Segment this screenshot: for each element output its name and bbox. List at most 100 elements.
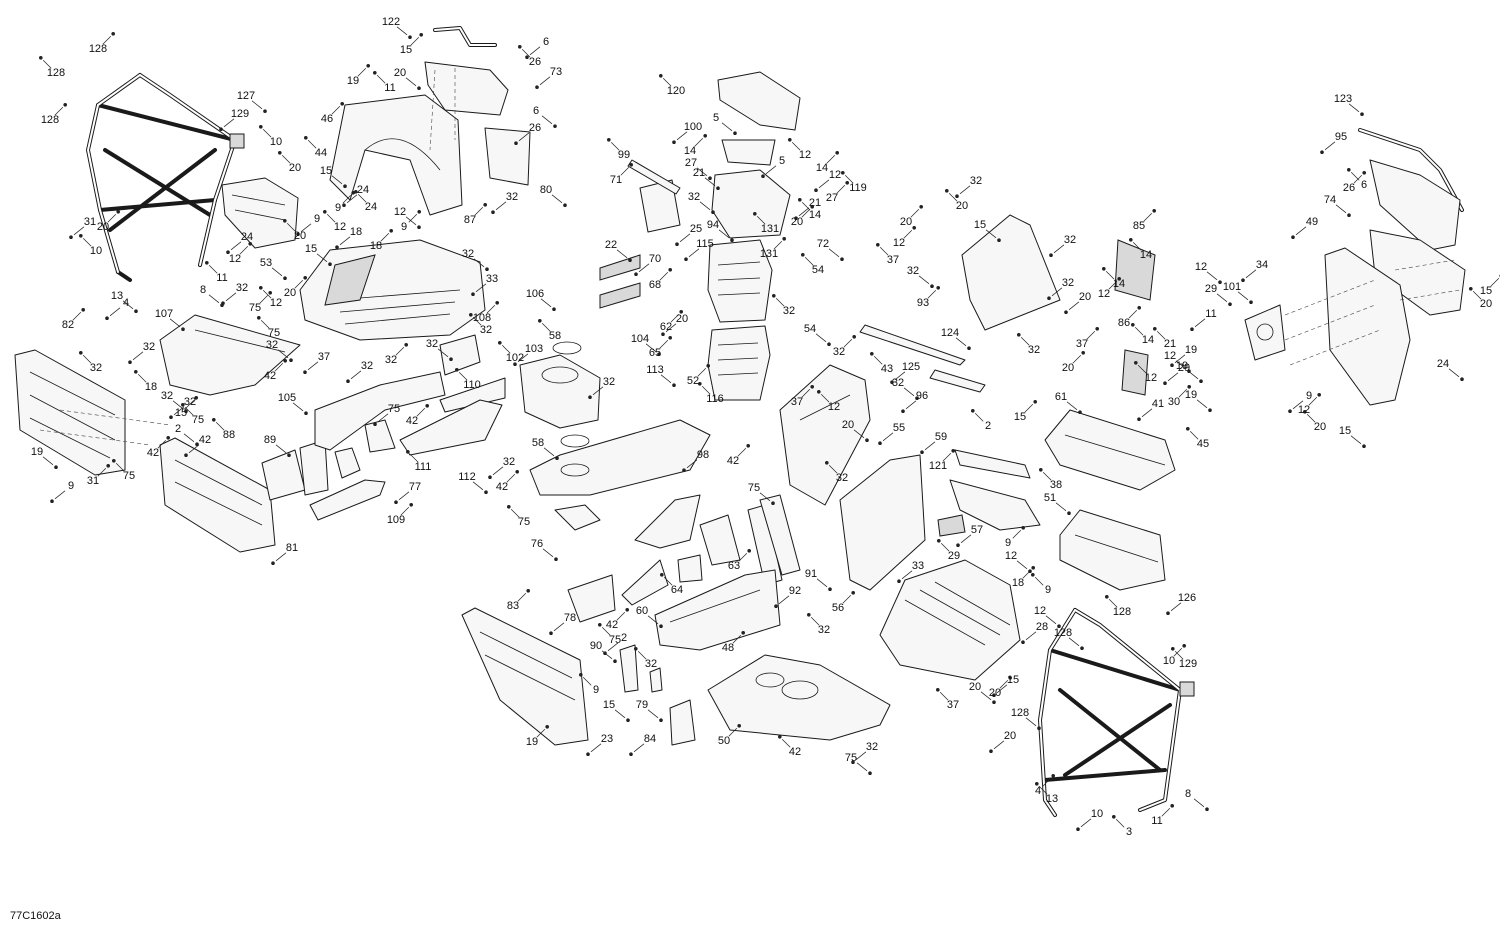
callout-number: 5 <box>779 155 785 167</box>
fastener-dot <box>778 735 782 739</box>
leader-line <box>601 626 611 636</box>
callout-9: 9 <box>582 676 599 696</box>
fastener-dot <box>1021 526 1025 530</box>
assembly-guides <box>39 68 1461 446</box>
leader-line <box>109 307 121 317</box>
callout-number: 20 <box>676 313 688 325</box>
callout-58: 58 <box>532 437 555 457</box>
fastener-dot <box>105 316 109 321</box>
callout-number: 41 <box>1152 398 1164 410</box>
callout-number: 12 <box>829 169 841 181</box>
fastener-dot <box>1049 253 1053 257</box>
leader-line <box>738 552 748 562</box>
fastener-dot <box>328 262 332 267</box>
leader-line <box>346 194 358 204</box>
leader-line <box>775 297 785 307</box>
callout-45: 45 <box>1189 430 1209 450</box>
callout-12: 12 <box>791 141 811 161</box>
callout-number: 42 <box>727 455 739 467</box>
callout-32: 32 <box>385 346 405 366</box>
callout-number: 9 <box>401 221 407 233</box>
fastener-dot <box>1199 379 1203 384</box>
leader-line <box>42 456 54 466</box>
leader-line <box>810 616 820 626</box>
callout-number: 31 <box>87 475 99 487</box>
leader-line <box>239 245 249 255</box>
callout-15: 15 <box>996 674 1019 694</box>
callout-5: 5 <box>713 112 733 132</box>
fastener-dot <box>992 700 996 704</box>
fastener-dot <box>513 362 517 367</box>
callout-number: 32 <box>503 456 515 468</box>
leader-line <box>688 248 700 258</box>
leader-line <box>1115 818 1125 828</box>
fastener-dot <box>538 319 542 323</box>
callout-number: 4 <box>1035 785 1041 797</box>
callout-27: 27 <box>685 157 708 177</box>
callout-number: 42 <box>789 746 801 758</box>
callout-number: 12 <box>1298 404 1310 416</box>
callout-number: 121 <box>929 460 947 472</box>
fastener-dot <box>268 291 273 295</box>
callout-number: 20 <box>900 216 912 228</box>
fastener-dot <box>730 238 734 242</box>
callout-42: 42 <box>606 611 626 631</box>
leader-line <box>592 386 604 396</box>
callout-number: 128 <box>47 67 65 79</box>
leader-line <box>910 208 920 218</box>
heater-cores <box>1114 239 1156 396</box>
callout-number: 120 <box>667 85 685 97</box>
rear-wall-49 <box>1244 247 1411 406</box>
callout-74: 74 <box>1324 194 1347 214</box>
callout-75: 75 <box>377 403 400 423</box>
leader-line <box>1134 326 1144 336</box>
leader-line <box>980 691 992 701</box>
fastener-dot <box>835 151 839 155</box>
callout-23: 23 <box>590 733 613 753</box>
callout-75: 75 <box>510 508 530 528</box>
fastener-dot <box>1017 333 1021 337</box>
callout-2: 2 <box>974 412 991 432</box>
fastener-dot <box>166 436 170 440</box>
callout-12: 12 <box>1298 396 1318 416</box>
fastener-dot <box>526 589 530 593</box>
leader-line <box>1068 637 1080 647</box>
callout-19: 19 <box>1185 389 1208 409</box>
callout-8: 8 <box>1185 788 1205 808</box>
callout-11: 11 <box>208 264 228 284</box>
leader-line <box>696 167 708 177</box>
fastener-dot <box>845 181 849 185</box>
fastener-dot <box>419 33 424 37</box>
callout-124: 124 <box>941 327 967 347</box>
callout-129: 129 <box>223 108 249 128</box>
callout-number: 54 <box>804 323 816 335</box>
leader-line <box>1025 631 1037 641</box>
fastener-dot <box>111 32 115 36</box>
fastener-dot <box>920 450 924 455</box>
callout-111: 111 <box>409 453 431 473</box>
fastener-dot <box>1153 327 1157 331</box>
callout-121: 121 <box>929 452 952 472</box>
leader-line <box>225 292 237 302</box>
callout-number: 32 <box>688 191 700 203</box>
fastener-dot <box>389 229 394 233</box>
callout-number: 32 <box>143 341 155 353</box>
fastener-dot <box>181 403 185 407</box>
callout-number: 20 <box>1079 291 1091 303</box>
fastener-dot <box>1347 168 1351 172</box>
leader-line <box>1448 368 1460 378</box>
callout-54: 54 <box>804 256 824 276</box>
callout-32: 32 <box>495 191 518 211</box>
callout-32: 32 <box>1020 336 1040 356</box>
callout-28: 28 <box>1025 621 1048 641</box>
callout-number: 101 <box>1223 281 1241 293</box>
callout-number: 55 <box>893 422 905 434</box>
callout-63: 63 <box>728 552 748 572</box>
fastener-dot <box>1105 595 1109 599</box>
leader-line <box>610 141 620 151</box>
leader-line <box>894 371 906 381</box>
leader-line <box>660 374 672 384</box>
fastener-dot <box>304 136 308 140</box>
callout-29: 29 <box>1205 283 1228 303</box>
leader-line <box>82 354 92 364</box>
